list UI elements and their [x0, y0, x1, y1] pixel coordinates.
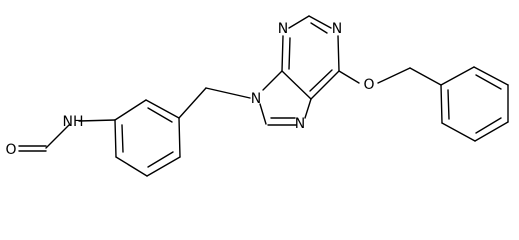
bond-b6-b1-inner	[121, 124, 124, 153]
bond-b4-b5	[146, 156, 181, 177]
bond-c2-n1-inner	[310, 22, 328, 34]
bond-b2-b3-inner	[147, 107, 173, 123]
bond-b4-b5-inner	[147, 151, 174, 168]
bonds	[18, 15, 509, 177]
atom-n9: N	[251, 91, 261, 107]
bond-ch2-n9	[205, 87, 251, 99]
bond-c6-o	[338, 70, 360, 84]
bond-p6-p1	[440, 84, 443, 124]
bond-c4-n3-inner	[288, 37, 291, 70]
bond-c5-c4	[281, 70, 312, 100]
bond-c6-c5-inner	[309, 69, 333, 92]
atom-o-ether: O	[363, 77, 374, 93]
bond-p2-p3-inner	[475, 74, 502, 90]
bond-b1-b2	[114, 99, 147, 121]
bond-c2-n1	[308, 15, 332, 29]
bond-n3-c2	[288, 15, 310, 29]
bond-c4-n3	[281, 35, 284, 72]
bond-b6-b1	[114, 119, 117, 158]
bond-n9-c8	[259, 103, 267, 125]
bond-p4-p5-inner	[475, 117, 502, 134]
bond-ch2-ph	[409, 67, 442, 86]
molecule-structure-diagram: O NH N N N N O	[5, 15, 509, 177]
bond-ring-ch2	[178, 87, 207, 119]
bond-p6-p1-inner	[447, 89, 450, 120]
bond-p1-p2	[440, 66, 475, 86]
atom-n7: N	[295, 116, 305, 132]
atom-nh: NH	[63, 114, 84, 130]
bond-c6-c5	[310, 70, 340, 100]
bond-p2-p3	[473, 66, 509, 86]
atom-n1: N	[332, 21, 342, 37]
bond-c-nh	[45, 124, 70, 149]
atom-n3: N	[278, 21, 288, 37]
bond-c4-n9	[262, 70, 283, 91]
bond-nh-ring	[78, 119, 116, 122]
bond-b2-b3	[145, 99, 180, 119]
bond-o-ch2	[377, 67, 411, 84]
atom-o-formyl: O	[5, 142, 16, 158]
bond-p5-p6	[441, 122, 476, 142]
bond-b5-b6	[115, 156, 148, 177]
bond-n1-c6	[337, 35, 340, 72]
bond-n7-c5	[304, 98, 312, 119]
atom-labels: O NH N N N N O	[5, 21, 374, 158]
bond-p4-p5	[474, 121, 509, 142]
bond-b3-b4	[178, 117, 181, 158]
